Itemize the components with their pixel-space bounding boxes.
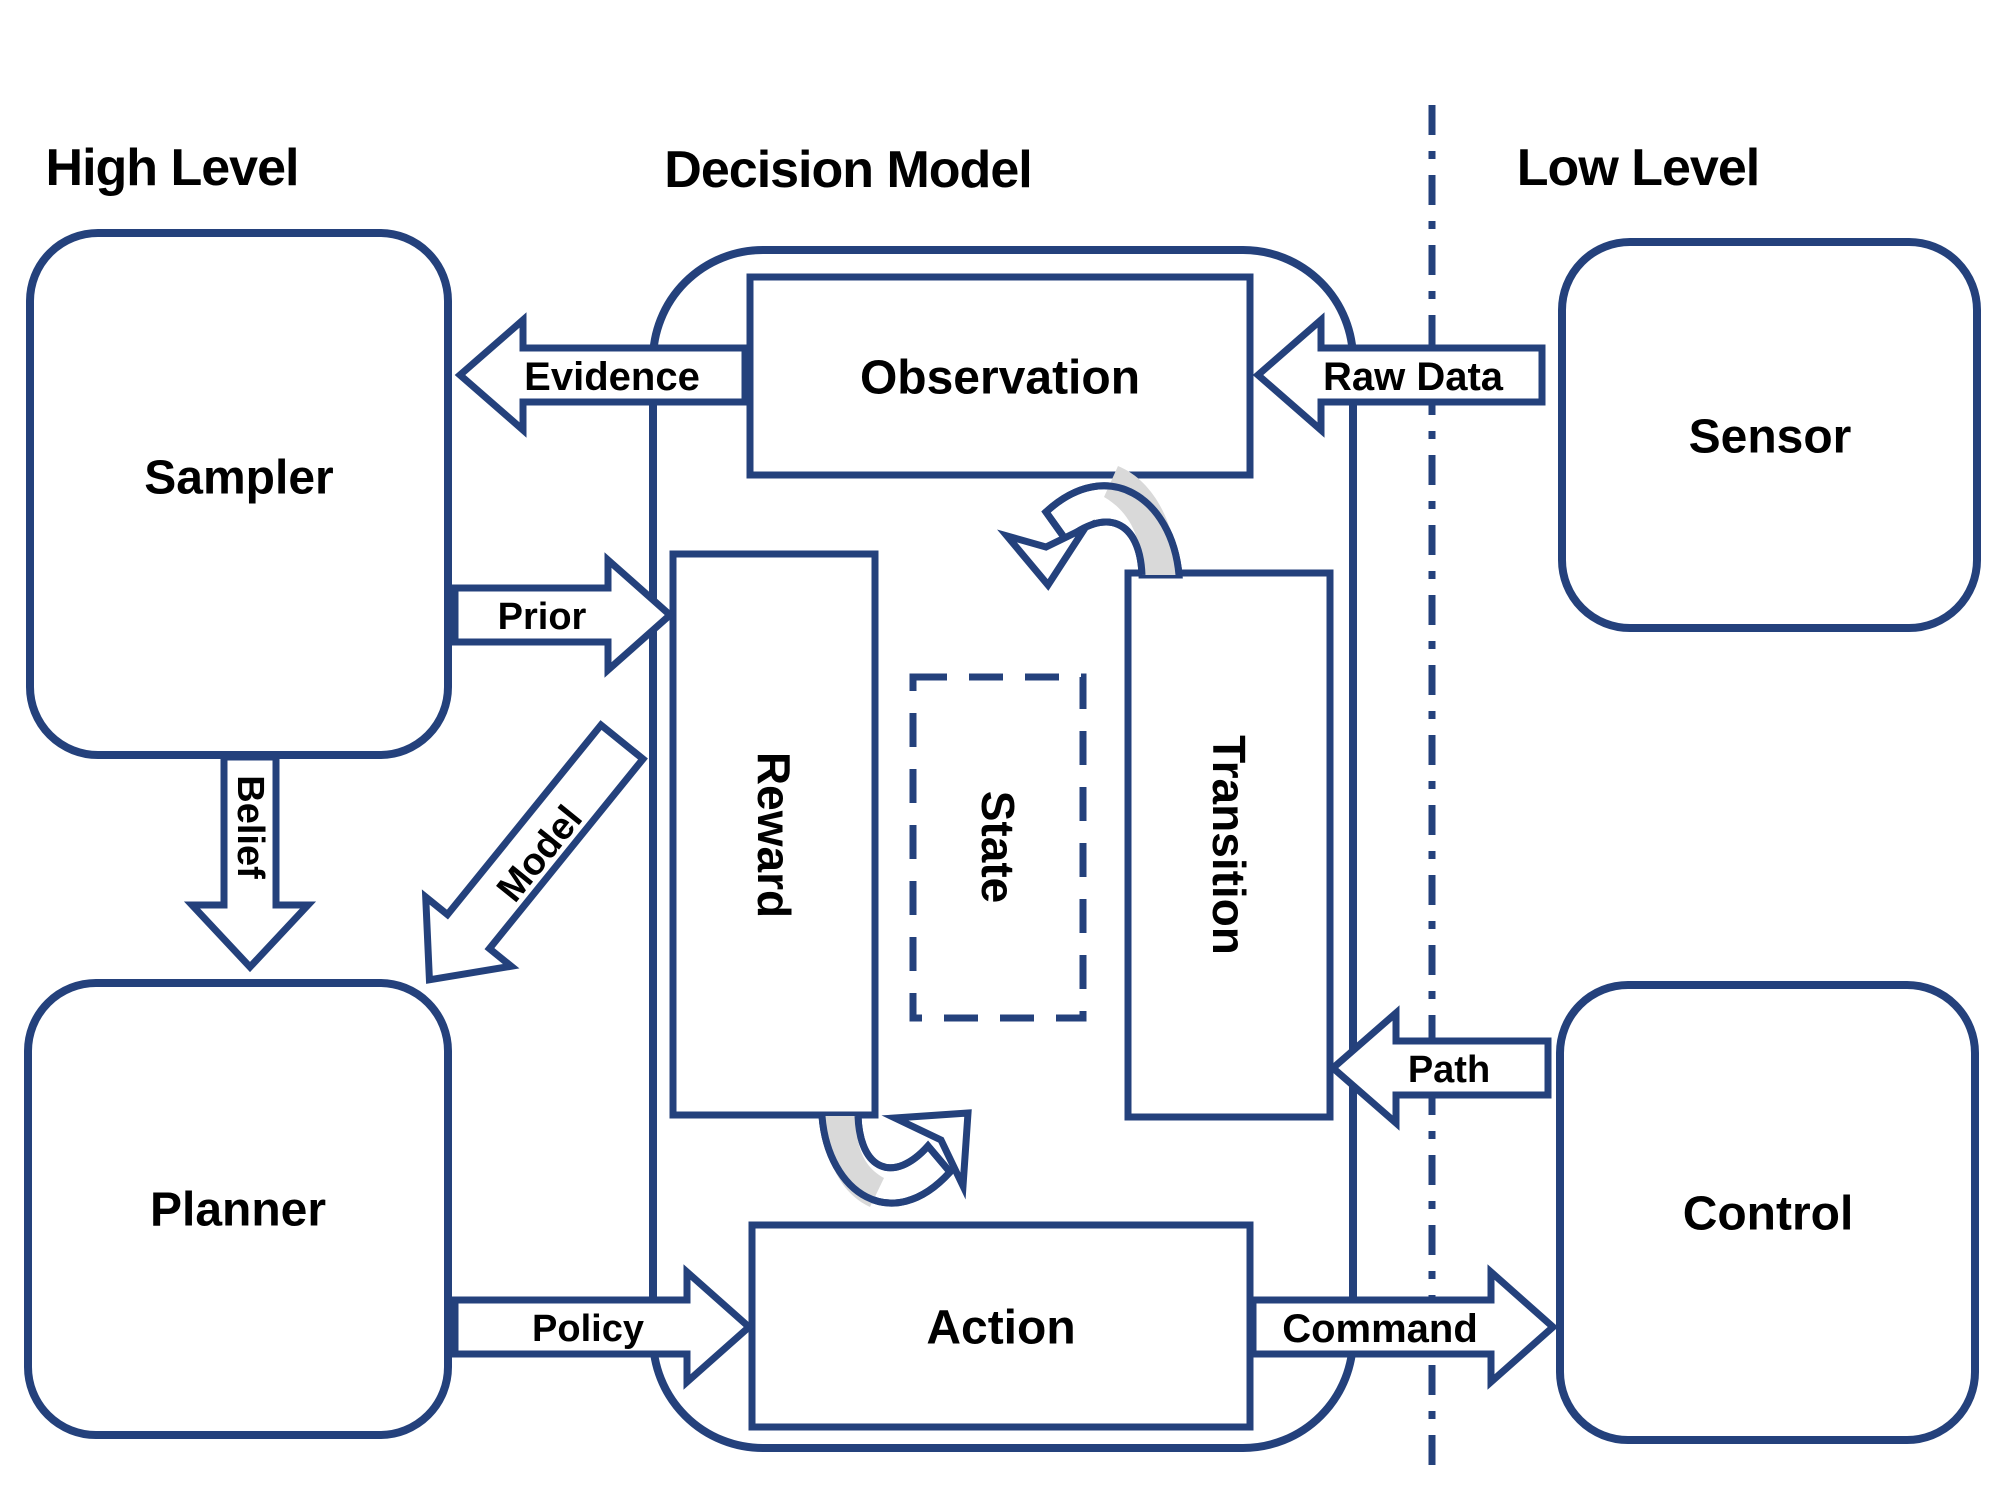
curved-arrow-outline-bottom — [818, 1115, 955, 1207]
curved-arrowhead-bottom — [881, 1109, 972, 1200]
command-arrow-label: Command — [1282, 1307, 1478, 1351]
evidence-arrow-label: Evidence — [524, 355, 700, 399]
evidence-arrow — [454, 312, 749, 438]
state-box — [909, 673, 1087, 1022]
policy-arrow — [451, 1264, 755, 1390]
sensor-label: Sensor — [1689, 411, 1852, 464]
low-level-title: Low Level — [1517, 139, 1759, 197]
sensor-box — [1558, 238, 1981, 632]
decision-model-title: Decision Model — [664, 141, 1031, 199]
command-arrow — [1249, 1264, 1559, 1390]
curved-arrow-gray-shading-top — [1104, 466, 1179, 575]
model-arrow — [421, 720, 648, 984]
belief-arrow — [183, 753, 317, 973]
transition-to-state-curved-arrow — [997, 466, 1183, 591]
control-label: Control — [1683, 1188, 1854, 1241]
prior-arrow — [451, 552, 676, 678]
reward-box — [669, 550, 879, 1119]
sampler-label: Sampler — [144, 452, 333, 505]
prior-arrow-label: Prior — [498, 596, 587, 638]
observation-box — [746, 273, 1254, 479]
planner-box — [24, 979, 452, 1439]
state-label: State — [972, 791, 1024, 903]
curved-arrowhead-top — [997, 519, 1095, 591]
curved-arrow-outline-top — [1041, 482, 1183, 576]
observation-label: Observation — [860, 352, 1140, 405]
policy-arrow-label: Policy — [532, 1308, 644, 1350]
high-level-title: High Level — [46, 139, 299, 197]
reward-to-action-curved-arrow — [818, 1109, 972, 1207]
planner-label: Planner — [150, 1184, 326, 1237]
reward-label: Reward — [748, 752, 800, 918]
belief-arrow-label: Belief — [229, 775, 271, 879]
path-arrow — [1327, 1005, 1552, 1131]
action-label: Action — [926, 1302, 1075, 1355]
control-box — [1556, 981, 1979, 1444]
curved-arrow-gray-shading-bottom — [822, 1116, 884, 1207]
decision-model-frame — [649, 246, 1357, 1452]
raw-data-arrow-label: Raw Data — [1323, 355, 1504, 399]
transition-label: Transition — [1203, 735, 1255, 955]
raw-data-arrow — [1252, 312, 1546, 438]
transition-box — [1124, 569, 1334, 1121]
path-arrow-label: Path — [1408, 1049, 1490, 1091]
